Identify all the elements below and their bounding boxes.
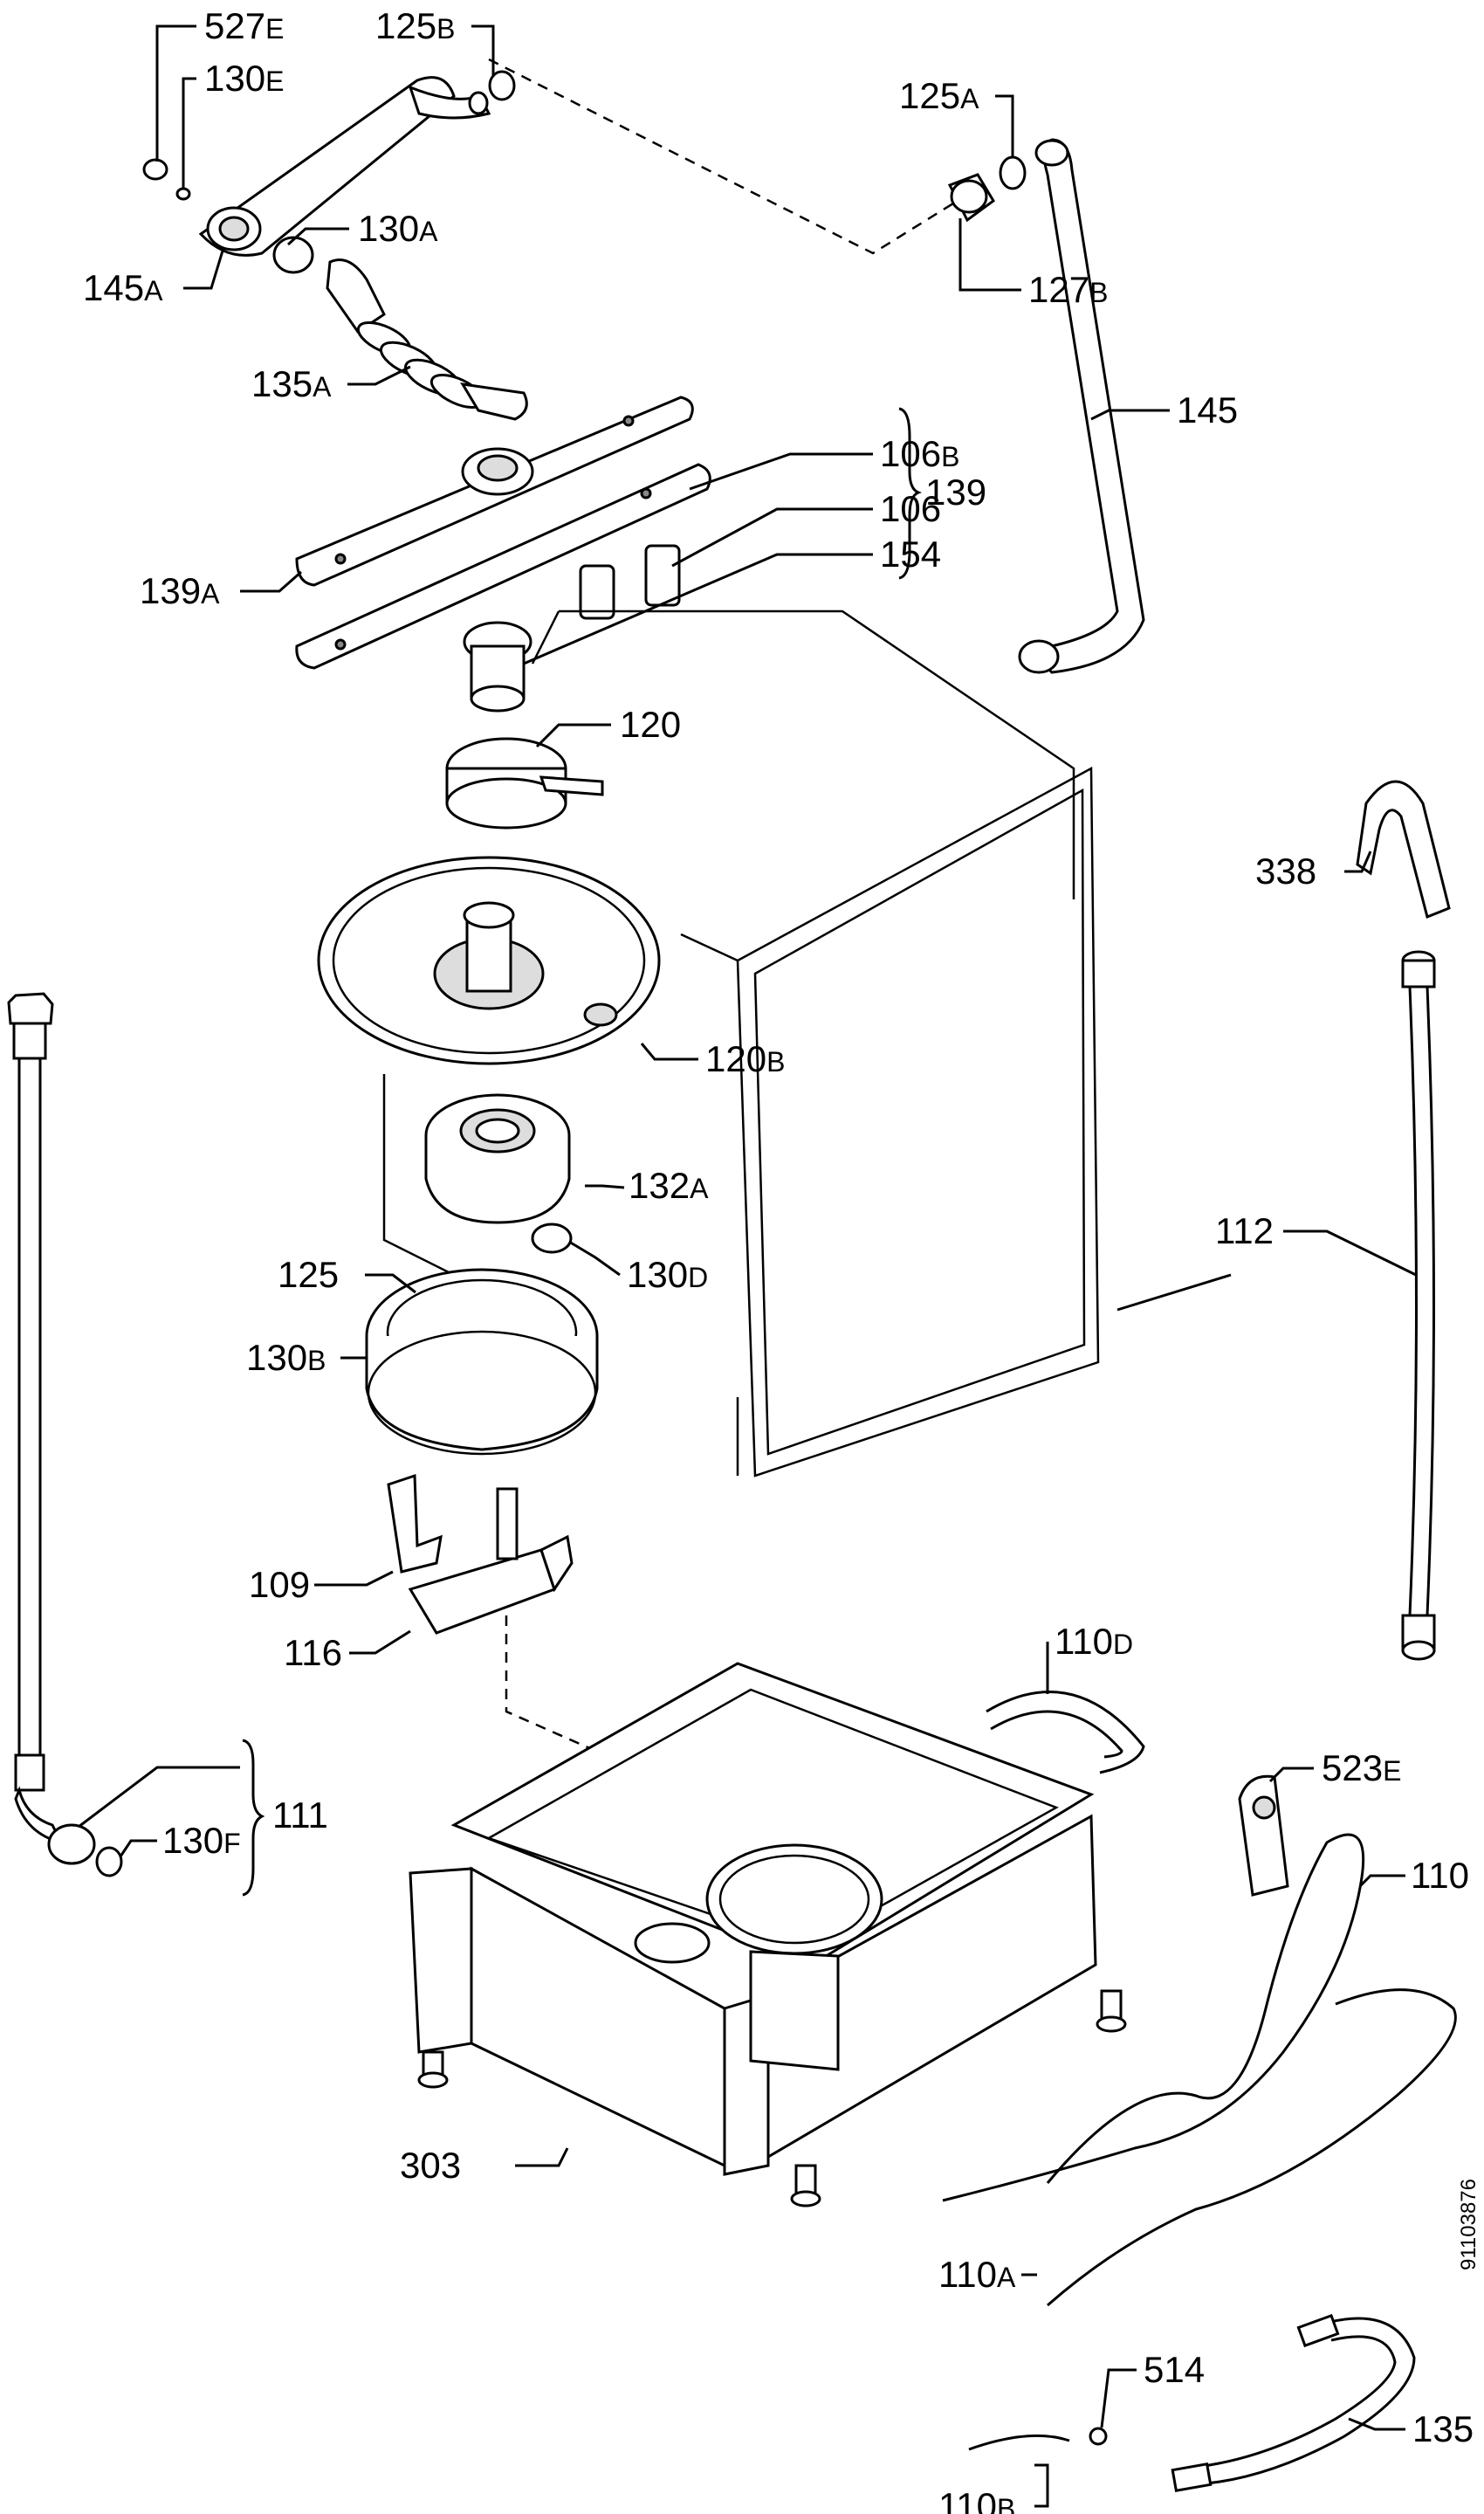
callout-110b: 110B [938, 2485, 1015, 2514]
callout-145a: 145A [83, 267, 163, 308]
seal-125a [999, 155, 1027, 190]
oring-130a [272, 236, 314, 274]
spray-arm-139a [295, 396, 711, 670]
callout-139: 139 [925, 472, 986, 513]
callout-154: 154 [880, 534, 941, 575]
callout-120: 120 [620, 704, 681, 745]
callout-106: 106 [880, 488, 941, 529]
callout-110d: 110D [1055, 1621, 1133, 1662]
riser-pipe-145 [1018, 138, 1145, 674]
bracket-116 [408, 1487, 574, 1635]
callout-110a: 110A [938, 2254, 1016, 2295]
callout-130d: 130D [627, 1254, 708, 1295]
bracket-139 [898, 407, 923, 580]
callout-109: 109 [249, 1564, 310, 1605]
bracket-523e [1238, 1774, 1289, 1897]
hose-135 [1171, 2313, 1416, 2493]
filter-plate-120b [317, 856, 661, 1065]
seal-125b [488, 70, 516, 101]
clip-106b [579, 564, 615, 620]
seal-130b [367, 1330, 597, 1456]
callout-145: 145 [1177, 389, 1238, 430]
callout-111: 111 [272, 1794, 328, 1836]
tube-110b [968, 2434, 1070, 2451]
hose-110d [986, 1691, 1145, 1774]
callout-106b: 106B [880, 433, 959, 474]
callout-110: 110 [1411, 1855, 1469, 1896]
callout-130f: 130F [162, 1820, 241, 1861]
bracket-111 [242, 1739, 265, 1897]
callout-132a: 132A [629, 1165, 709, 1206]
nut-527e [142, 158, 168, 181]
clip-106 [644, 544, 681, 607]
callout-130b: 130B [246, 1337, 326, 1378]
callout-labels: 527E 125B 130E 125A 130A 145A 127B 135A … [83, 5, 1474, 2514]
hook-338 [1356, 780, 1451, 920]
drawing-code: 91103876 [1457, 2179, 1481, 2270]
callout-112: 112 [1215, 1210, 1274, 1251]
callout-527e: 527E [204, 5, 284, 46]
callout-116: 116 [284, 1632, 342, 1673]
oring-130d [531, 1223, 573, 1254]
callout-127b: 127B [1028, 269, 1108, 310]
nut-120 [445, 737, 604, 830]
inlet-hose-112 [1401, 950, 1436, 1661]
leader-lines [78, 24, 1417, 2508]
callout-125: 125 [278, 1254, 339, 1295]
callout-125a: 125A [899, 75, 979, 116]
tube-110a [1047, 1988, 1457, 2307]
callout-130e: 130E [204, 58, 284, 99]
clamp-514 [1089, 2427, 1108, 2446]
callout-523e: 523E [1322, 1747, 1401, 1788]
clip-109 [387, 1473, 443, 1574]
callout-135a: 135A [251, 363, 332, 404]
inlet-hose-111 [7, 992, 96, 1865]
bellows-hose-135a [326, 258, 528, 421]
callout-120b: 120B [705, 1038, 785, 1079]
nut-127b [947, 173, 995, 223]
callout-303: 303 [400, 2145, 461, 2186]
tub-outline [382, 610, 1100, 1477]
seal-130f [95, 1846, 123, 1877]
upper-spray-arm-145a [198, 76, 491, 257]
callout-514: 514 [1144, 2349, 1205, 2390]
callout-338: 338 [1255, 851, 1316, 892]
coupling-154 [463, 621, 532, 713]
oring-130e [175, 187, 191, 201]
ring-125 [365, 1268, 599, 1451]
callout-125b: 125B [375, 5, 455, 46]
filter-cup-132a [424, 1093, 571, 1224]
callout-139a: 139A [140, 570, 220, 611]
callout-130a: 130A [358, 208, 438, 249]
tube-110 [942, 1833, 1365, 2202]
base-frame-303 [409, 1662, 1127, 2207]
callout-135: 135 [1412, 2408, 1474, 2449]
